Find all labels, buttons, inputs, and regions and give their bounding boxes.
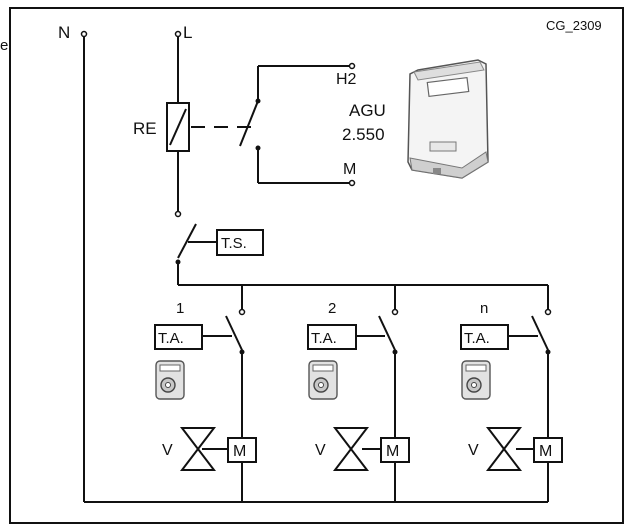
relay-label: RE bbox=[133, 119, 157, 138]
room-thermostat-icon bbox=[155, 360, 185, 400]
zone-motor-box bbox=[533, 437, 563, 463]
room-thermostat-icon bbox=[308, 360, 338, 400]
zone-motor-box bbox=[227, 437, 257, 463]
diagram-frame bbox=[9, 7, 624, 524]
zone-valve-label: V bbox=[315, 442, 326, 459]
contact-top-label: H2 bbox=[336, 71, 357, 88]
valve-icon bbox=[179, 427, 217, 471]
zone-thermostat-label: T.A. bbox=[464, 330, 490, 347]
figure-code: CG_2309 bbox=[546, 18, 602, 33]
relay-contact bbox=[239, 62, 356, 187]
room-thermostat-icon bbox=[461, 360, 491, 400]
zone-number: n bbox=[480, 300, 488, 317]
zone-thermostat-label: T.A. bbox=[158, 330, 184, 347]
zone-valve-label: V bbox=[468, 442, 479, 459]
zone-valve-label: V bbox=[162, 442, 173, 459]
device-name: AGU bbox=[349, 101, 386, 120]
zone-motor-label: M bbox=[386, 443, 399, 460]
zone-thermostat-box bbox=[460, 324, 509, 350]
zone-number: 1 bbox=[176, 300, 184, 317]
contact-bottom-label: M bbox=[343, 161, 356, 178]
neutral-terminal bbox=[80, 30, 88, 38]
zone-number: 2 bbox=[328, 300, 336, 317]
valve-icon bbox=[485, 427, 523, 471]
relay-coil bbox=[166, 102, 190, 152]
zone-motor-label: M bbox=[233, 443, 246, 460]
zone-motor-label: M bbox=[539, 443, 552, 460]
zone-n bbox=[460, 285, 563, 502]
zone-motor-box bbox=[380, 437, 410, 463]
valve-icon bbox=[332, 427, 370, 471]
agu-control-unit-icon bbox=[407, 59, 489, 179]
neutral-bus bbox=[83, 36, 548, 503]
zone-thermostat-box bbox=[307, 324, 357, 350]
zone-1 bbox=[154, 285, 257, 502]
line-label: L bbox=[183, 23, 192, 42]
zone-thermostat-label: T.A. bbox=[311, 330, 337, 347]
zone-thermostat-box bbox=[154, 324, 203, 350]
main-thermostat-box bbox=[216, 229, 264, 256]
zone-2 bbox=[307, 285, 410, 502]
device-model: 2.550 bbox=[342, 125, 385, 144]
edge-fragment: e bbox=[0, 37, 8, 54]
main-thermostat-switch bbox=[174, 210, 217, 285]
neutral-label: N bbox=[58, 23, 70, 42]
main-thermostat-label: T.S. bbox=[221, 235, 247, 252]
line-terminal bbox=[174, 30, 182, 38]
